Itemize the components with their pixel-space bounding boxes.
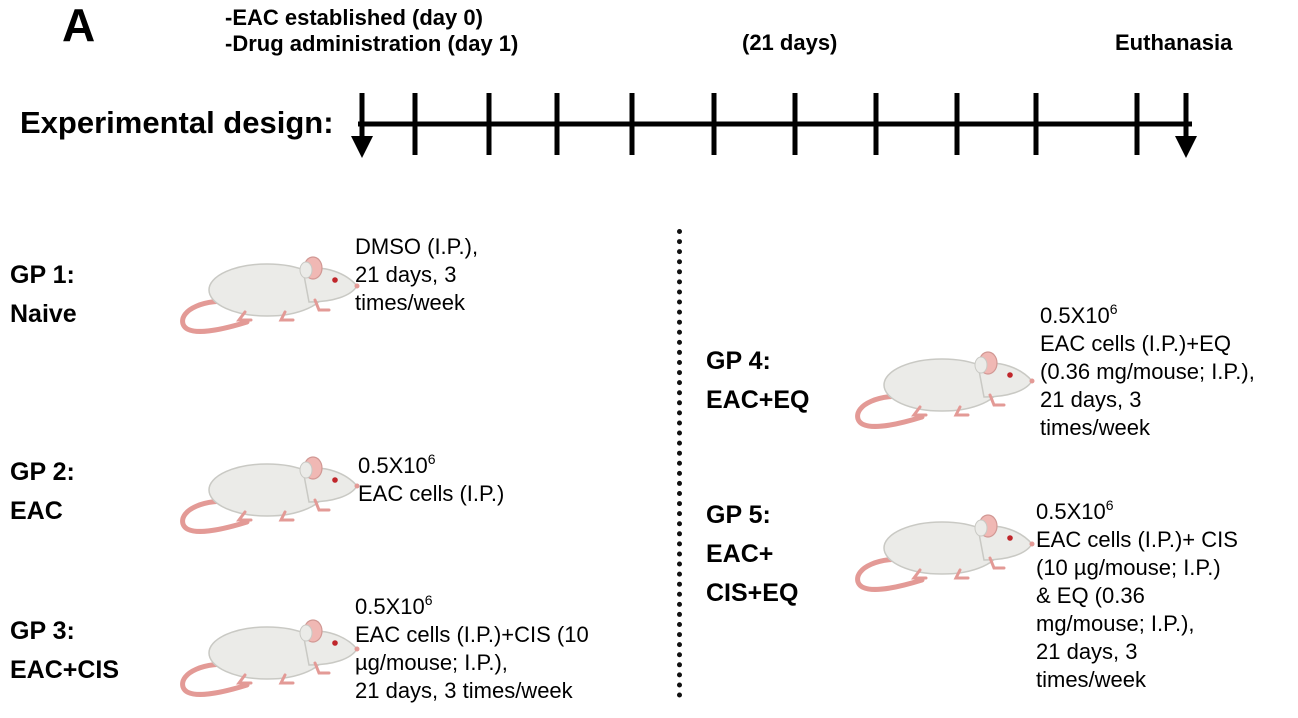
group-4-desc-line: times/week xyxy=(1040,415,1151,440)
group-4-description: 0.5X106 EAC cells (I.P.)+EQ (0.36 mg/mou… xyxy=(1040,302,1255,442)
header-euthanasia: Euthanasia xyxy=(1115,30,1233,55)
group-4-name: EAC+EQ xyxy=(706,386,810,414)
group-5-desc-line: (10 µg/mouse; I.P.) xyxy=(1036,555,1221,580)
group-3-description: 0.5X106 EAC cells (I.P.)+CIS (10 µg/mous… xyxy=(355,593,589,705)
group-1-label: GP 1: Naive xyxy=(10,256,77,334)
group-2-description: 0.5X106 EAC cells (I.P.) xyxy=(358,452,504,508)
group-3-dose-value: 0.5X10 xyxy=(355,594,425,619)
group-2-dose-value: 0.5X10 xyxy=(358,453,428,478)
design-label: Experimental design: xyxy=(20,105,334,140)
mouse-illustration-group-5 xyxy=(850,498,1040,598)
group-1-desc-line: 21 days, 3 xyxy=(355,262,457,287)
group-2-id: GP 2: xyxy=(10,458,75,486)
group-2-dose-exponent: 6 xyxy=(427,451,436,467)
group-5-desc-line: mg/mouse; I.P.), xyxy=(1036,611,1195,636)
group-3-desc-line: 21 days, 3 times/week xyxy=(355,678,573,703)
group-3-id: GP 3: xyxy=(10,617,75,645)
group-3-dose-exponent: 6 xyxy=(424,592,433,608)
group-1-description: DMSO (I.P.), 21 days, 3 times/week xyxy=(355,233,478,317)
group-5-desc-line: times/week xyxy=(1036,667,1147,692)
group-1-id: GP 1: xyxy=(10,261,75,289)
group-divider xyxy=(677,229,682,698)
group-5-dose-value: 0.5X10 xyxy=(1036,499,1106,524)
group-5-dose: 0.5X106 xyxy=(1036,498,1238,526)
group-5-label: GP 5: EAC+ CIS+EQ xyxy=(706,496,798,613)
header-line-eac-established: -EAC established (day 0) xyxy=(225,5,483,30)
mouse-illustration-group-4 xyxy=(850,335,1040,435)
group-4-desc-line: EAC cells (I.P.)+EQ xyxy=(1040,331,1231,356)
group-1-desc-line: times/week xyxy=(355,290,466,315)
group-5-desc-line: 21 days, 3 xyxy=(1036,639,1138,664)
group-1-name: Naive xyxy=(10,300,77,328)
group-4-dose: 0.5X106 xyxy=(1040,302,1255,330)
mouse-illustration-group-2 xyxy=(175,440,365,540)
group-2-name: EAC xyxy=(10,497,63,525)
timeline-ticks xyxy=(412,93,1140,155)
group-4-id: GP 4: xyxy=(706,347,771,375)
group-5-desc-line: EAC cells (I.P.)+ CIS xyxy=(1036,527,1238,552)
group-5-dose-exponent: 6 xyxy=(1105,497,1114,513)
timeline-end-arrowhead xyxy=(1175,136,1197,158)
mouse-illustration-group-3 xyxy=(175,603,365,703)
group-5-id: GP 5: xyxy=(706,501,771,529)
group-5-description: 0.5X106 EAC cells (I.P.)+ CIS (10 µg/mou… xyxy=(1036,498,1238,694)
group-5-name-line-2: CIS+EQ xyxy=(706,579,799,607)
timeline-start-arrowhead xyxy=(351,136,373,158)
group-2-dose: 0.5X106 xyxy=(358,452,504,480)
group-1-desc-line: DMSO (I.P.), xyxy=(355,234,479,259)
group-3-dose: 0.5X106 xyxy=(355,593,589,621)
group-5-name-line-1: EAC+ xyxy=(706,540,774,568)
header-duration: (21 days) xyxy=(742,30,838,55)
group-4-dose-value: 0.5X10 xyxy=(1040,303,1110,328)
group-3-desc-line: EAC cells (I.P.)+CIS (10 xyxy=(355,622,589,647)
group-3-name: EAC+CIS xyxy=(10,656,120,684)
header-line-drug-administration: -Drug administration (day 1) xyxy=(225,31,519,56)
group-5-desc-line: & EQ (0.36 xyxy=(1036,583,1145,608)
panel-label: A xyxy=(62,0,96,51)
group-4-desc-line: 21 days, 3 xyxy=(1040,387,1142,412)
group-2-label: GP 2: EAC xyxy=(10,453,75,531)
group-3-label: GP 3: EAC+CIS xyxy=(10,612,119,690)
header-start-text: -EAC established (day 0) -Drug administr… xyxy=(225,5,518,57)
group-4-dose-exponent: 6 xyxy=(1109,301,1118,317)
group-2-desc-line: EAC cells (I.P.) xyxy=(358,481,505,506)
group-4-desc-line: (0.36 mg/mouse; I.P.), xyxy=(1040,359,1255,384)
mouse-illustration-group-1 xyxy=(175,240,365,340)
group-3-desc-line: µg/mouse; I.P.), xyxy=(355,650,508,675)
group-4-label: GP 4: EAC+EQ xyxy=(706,342,810,420)
